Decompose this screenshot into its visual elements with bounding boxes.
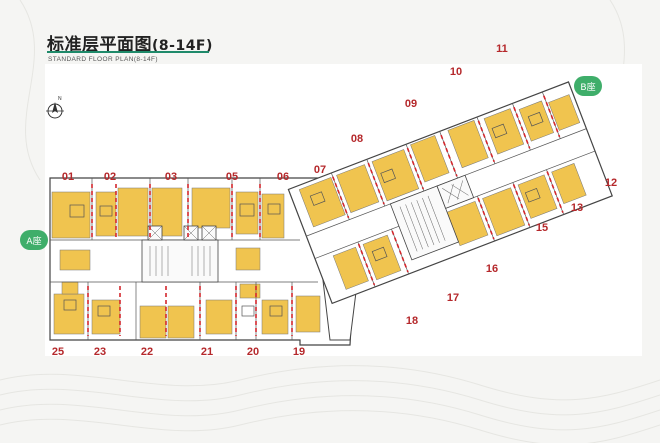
unit-number-02: 02 [103, 171, 117, 183]
unit-number-13: 13 [570, 202, 584, 214]
page-title-suffix: (8-14F) [152, 38, 213, 54]
unit-number-25: 25 [51, 346, 65, 358]
unit-number-05: 05 [225, 171, 239, 183]
unit-number-17: 17 [446, 292, 460, 304]
building-a [49, 177, 356, 346]
zone-badge-a: A座 [20, 230, 48, 250]
compass-icon [46, 102, 64, 119]
unit-number-19: 19 [292, 346, 306, 358]
unit-number-12: 12 [604, 177, 618, 189]
unit-number-21: 21 [200, 346, 214, 358]
unit-number-07: 07 [313, 164, 327, 176]
page-title-main: 标准层平面图 [47, 35, 152, 55]
unit-number-10: 10 [449, 66, 463, 78]
title-underline [47, 51, 209, 53]
unit-number-08: 08 [350, 133, 364, 145]
unit-number-11: 11 [496, 43, 508, 55]
unit-number-18: 18 [405, 315, 419, 327]
building-b [287, 81, 613, 305]
unit-number-20: 20 [246, 346, 260, 358]
page-title: 标准层平面图(8-14F) [47, 30, 213, 55]
unit-number-15: 15 [535, 222, 549, 234]
zone-badge-b: B座 [574, 76, 602, 96]
unit-number-23: 23 [93, 346, 107, 358]
unit-number-03: 03 [164, 171, 178, 183]
unit-number-16: 16 [485, 263, 499, 275]
page-subtitle: STANDARD FLOOR PLAN(8-14F) [48, 56, 158, 63]
compass-north-label: N [58, 96, 62, 102]
unit-number-22: 22 [140, 346, 154, 358]
unit-number-01: 01 [61, 171, 75, 183]
unit-number-09: 09 [404, 98, 418, 110]
unit-number-06: 06 [276, 171, 290, 183]
